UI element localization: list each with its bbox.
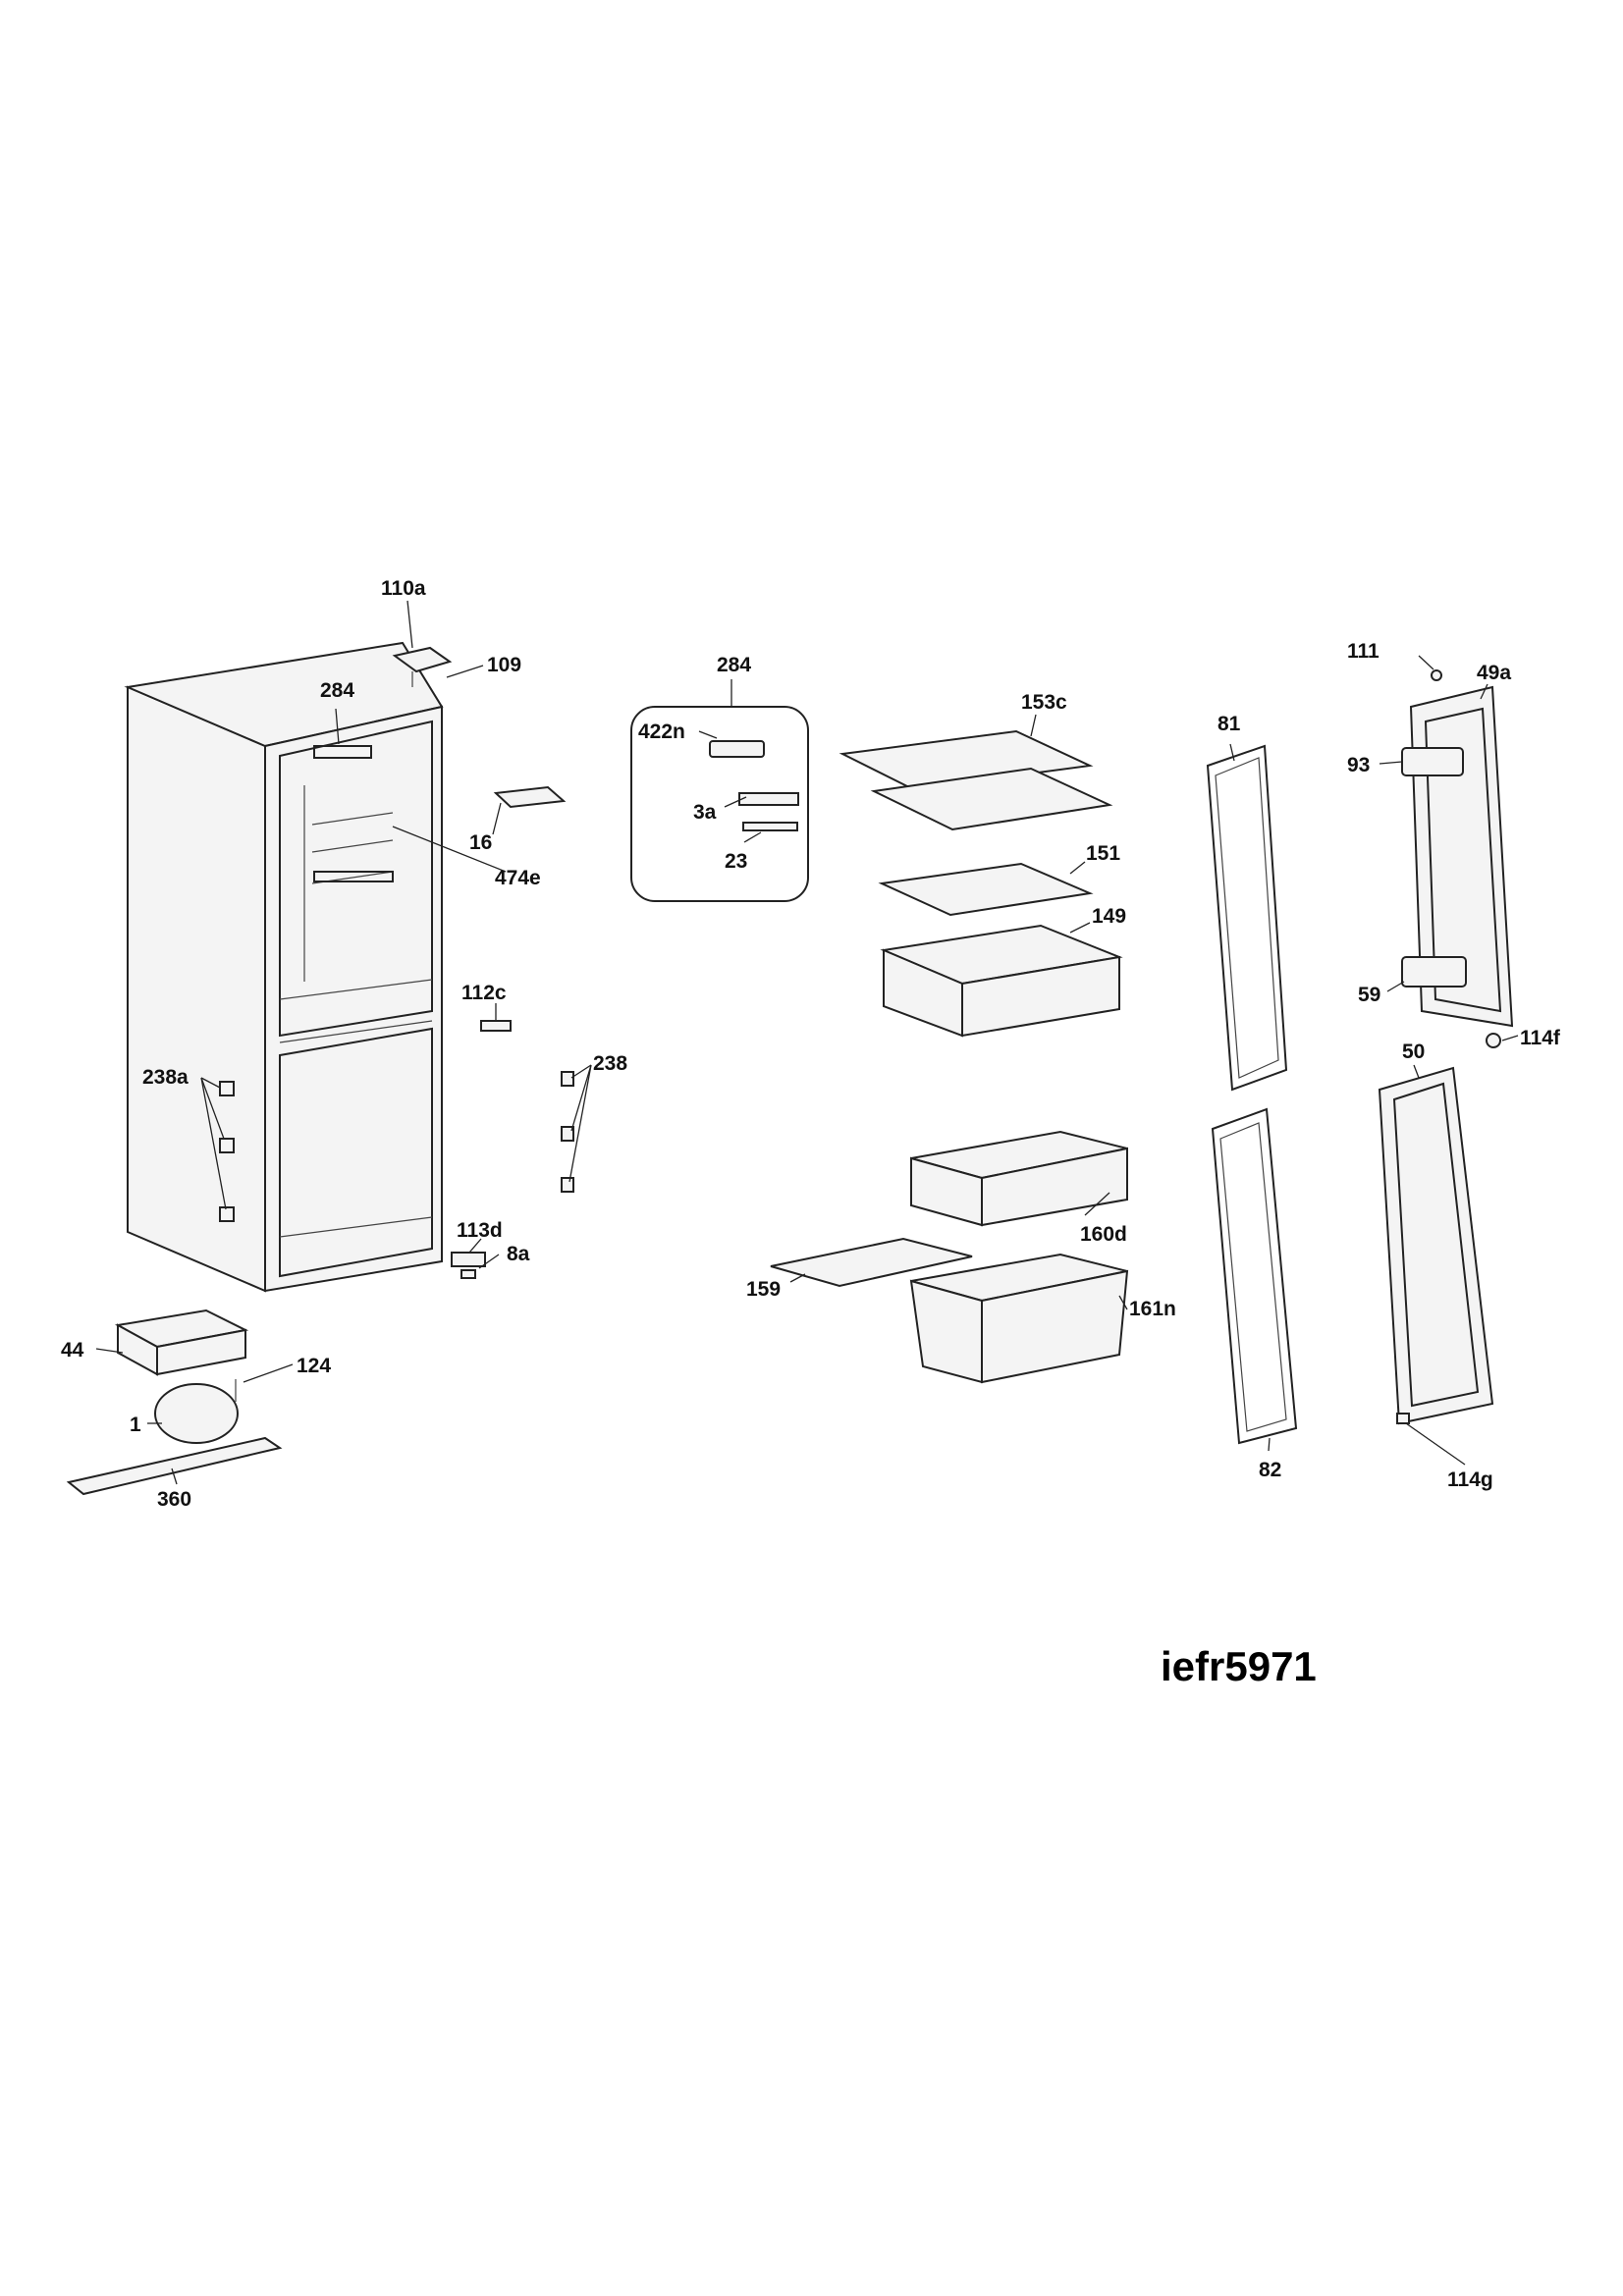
fridge-door-49a: [1401, 669, 1514, 1028]
callout-50: 50: [1402, 1041, 1425, 1063]
door-gasket-81: [1206, 744, 1288, 1092]
callout-114g: 114g: [1447, 1468, 1493, 1491]
freezer-door-50: [1378, 1033, 1501, 1425]
part-284-inset-frame: [630, 706, 809, 902]
callout-238a: 238a: [142, 1066, 189, 1089]
callout-16: 16: [469, 831, 492, 854]
base-rail-360: [66, 1436, 283, 1496]
callout-114f: 114f: [1520, 1027, 1561, 1049]
callout-1: 1: [130, 1414, 141, 1436]
evaporation-tray-44: [114, 1308, 249, 1376]
door-gasket-82: [1211, 1107, 1298, 1445]
cabinet-body: [124, 641, 444, 1293]
callout-82: 82: [1259, 1459, 1281, 1481]
callout-284-inset: 284: [717, 654, 751, 676]
callout-113d: 113d: [457, 1219, 503, 1242]
leveling-feet-238a: [219, 1081, 235, 1222]
callout-59: 59: [1358, 984, 1380, 1006]
callout-151: 151: [1086, 842, 1120, 865]
callout-160d: 160d: [1080, 1223, 1127, 1246]
callout-159: 159: [746, 1278, 781, 1301]
leveling-feet-238: [561, 1071, 574, 1193]
callout-112c: 112c: [461, 982, 507, 1004]
callout-153c: 153c: [1021, 691, 1067, 714]
callout-110a: 110a: [381, 577, 426, 600]
callout-3a: 3a: [693, 801, 717, 824]
callout-422n: 422n: [638, 721, 685, 743]
freezer-drawer-161n: [909, 1253, 1129, 1384]
part-113d-8a: [451, 1252, 486, 1279]
freezer-drawer-160d: [910, 1130, 1128, 1227]
clip-part-112c: [480, 1020, 512, 1032]
callout-49a: 49a: [1477, 662, 1511, 684]
callout-44: 44: [61, 1339, 84, 1362]
callout-81: 81: [1217, 713, 1241, 735]
callout-109: 109: [487, 654, 521, 676]
glass-shelf-151: [878, 862, 1094, 917]
cover-part-16: [493, 785, 567, 809]
lamp-cover-23: [742, 822, 798, 831]
lamp-holder-3a: [738, 792, 799, 806]
hinge-part-110a: [392, 646, 453, 687]
callout-93: 93: [1347, 754, 1370, 776]
callout-149: 149: [1092, 905, 1126, 928]
lamp-part-422n: [709, 740, 765, 758]
glass-shelf-153c: [839, 729, 1113, 831]
callout-161n: 161n: [1129, 1298, 1176, 1320]
callout-labels: 110a 109 284 16 474e 112c 238a 238 113d …: [61, 577, 1561, 1511]
callout-124: 124: [297, 1355, 331, 1377]
crisper-cover-149: [880, 924, 1123, 1038]
callout-474e: 474e: [495, 867, 541, 889]
callout-8a: 8a: [507, 1243, 530, 1265]
callout-111: 111: [1347, 640, 1380, 663]
callout-284: 284: [320, 679, 354, 702]
callout-360: 360: [157, 1488, 191, 1511]
glass-plate-159: [770, 1237, 973, 1288]
callout-238: 238: [593, 1052, 627, 1075]
compressor-1: [154, 1379, 239, 1444]
leader-lines: [95, 600, 1519, 1485]
model-code: iefr5971: [1161, 1643, 1317, 1689]
callout-23: 23: [725, 850, 747, 873]
